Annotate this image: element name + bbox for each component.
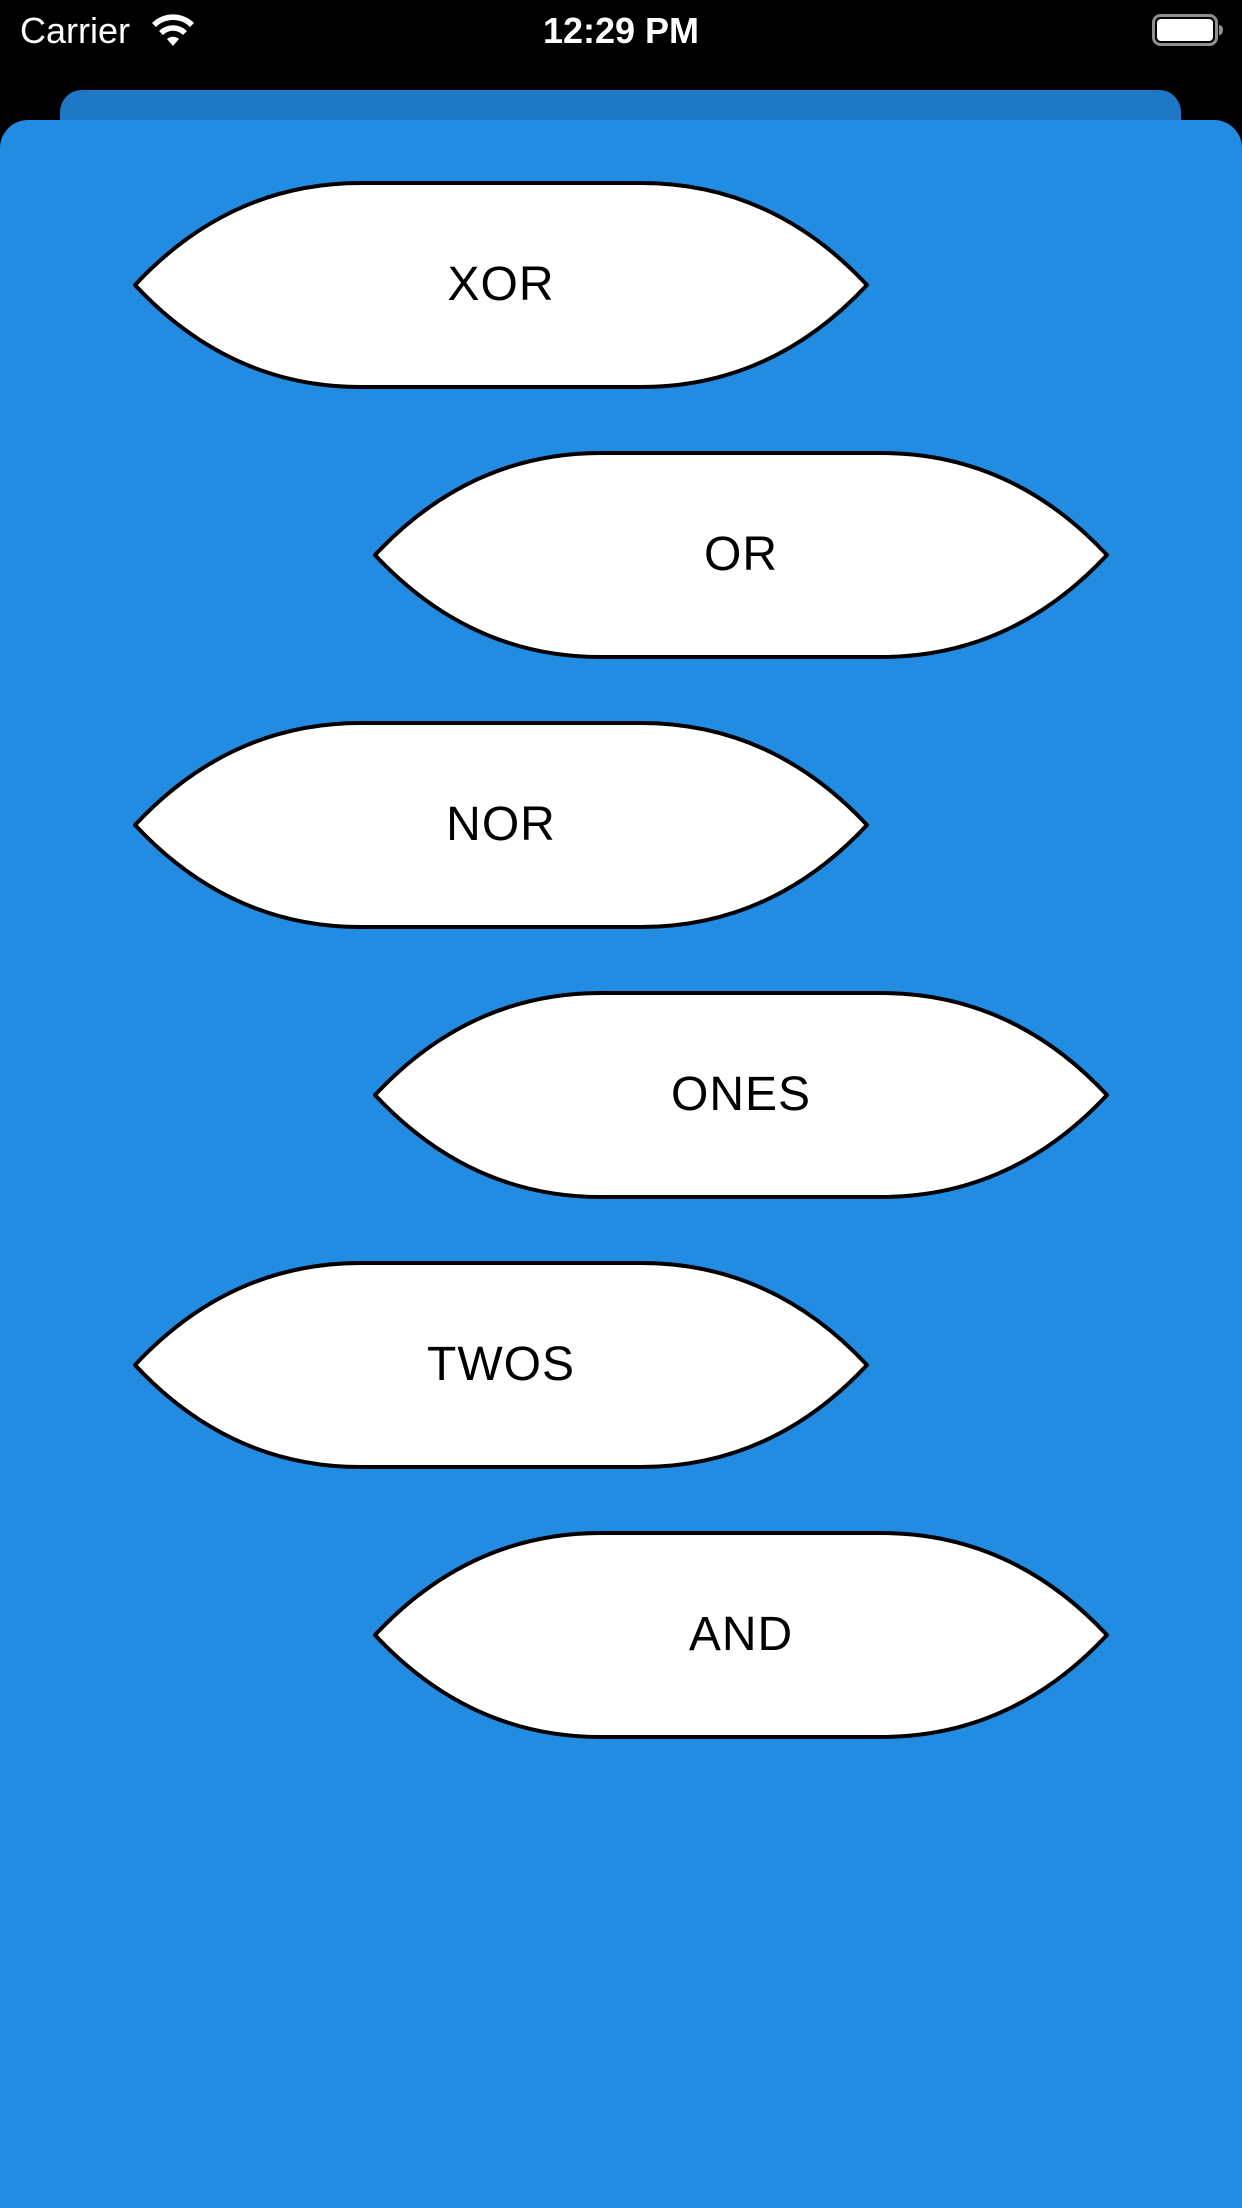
gate-list-panel: XOR OR NOR ONES TWOS: [0, 120, 1242, 2208]
battery-icon: [1152, 14, 1223, 46]
gate-shape: [133, 1261, 869, 1469]
gate-label: OR: [704, 528, 778, 581]
gate-shape: [373, 991, 1109, 1199]
gate-label: TWOS: [427, 1338, 575, 1391]
gate-shape: [373, 451, 1109, 659]
gate-label: AND: [688, 1608, 794, 1661]
wifi-icon: [152, 14, 194, 46]
status-bar: Carrier 12:29 PM: [0, 0, 1242, 62]
gate-button-twos[interactable]: TWOS: [133, 1260, 869, 1470]
carrier-label: Carrier: [20, 10, 131, 51]
gate-button-or[interactable]: OR: [373, 450, 1109, 660]
gate-label: ONES: [670, 1068, 812, 1121]
gate-button-and[interactable]: AND: [373, 1530, 1109, 1740]
gate-shape: [373, 1531, 1109, 1739]
gate-button-ones[interactable]: ONES: [373, 990, 1109, 1200]
gate-shape: [133, 181, 869, 389]
status-time: 12:29 PM: [542, 10, 700, 51]
gate-button-nor[interactable]: NOR: [133, 720, 869, 930]
gate-label: NOR: [446, 798, 556, 851]
gate-shape: [133, 721, 869, 929]
gate-button-xor[interactable]: XOR: [133, 180, 869, 390]
gate-label: XOR: [447, 258, 555, 311]
